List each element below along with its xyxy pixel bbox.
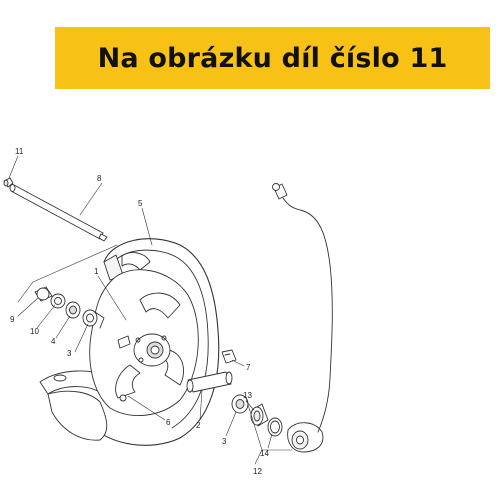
callout-13: 13 bbox=[243, 391, 252, 400]
caption-banner: Na obrázku díl číslo 11 bbox=[55, 27, 490, 89]
speedometer-cable bbox=[272, 183, 333, 433]
callout-8: 8 bbox=[97, 174, 102, 183]
part-7-clip bbox=[221, 349, 237, 364]
callout-3-left: 3 bbox=[67, 349, 72, 358]
callout-3-right: 3 bbox=[222, 437, 227, 446]
callout-11: 11 bbox=[15, 147, 24, 156]
callout-1: 1 bbox=[94, 267, 99, 276]
callout-5: 5 bbox=[138, 199, 143, 208]
left-bearing-stack bbox=[34, 286, 105, 329]
part-2-collar bbox=[186, 371, 233, 393]
callout-6: 6 bbox=[166, 418, 171, 427]
caption-text: Na obrázku díl číslo 11 bbox=[97, 42, 448, 74]
callout-14: 14 bbox=[260, 449, 269, 458]
callout-labels: 11 8 5 1 9 10 4 3 7 2 6 3 13 14 12 bbox=[10, 147, 269, 476]
callout-9: 9 bbox=[10, 315, 15, 324]
callout-4: 4 bbox=[51, 337, 56, 346]
callout-12: 12 bbox=[253, 467, 262, 476]
part-1-wheel-rim bbox=[89, 269, 199, 416]
callout-7: 7 bbox=[246, 363, 251, 372]
callout-10: 10 bbox=[30, 327, 39, 336]
part-8-axle bbox=[9, 184, 108, 242]
callout-2: 2 bbox=[196, 421, 201, 430]
leader-lines bbox=[8, 155, 293, 465]
right-bearing-stack bbox=[231, 394, 324, 453]
